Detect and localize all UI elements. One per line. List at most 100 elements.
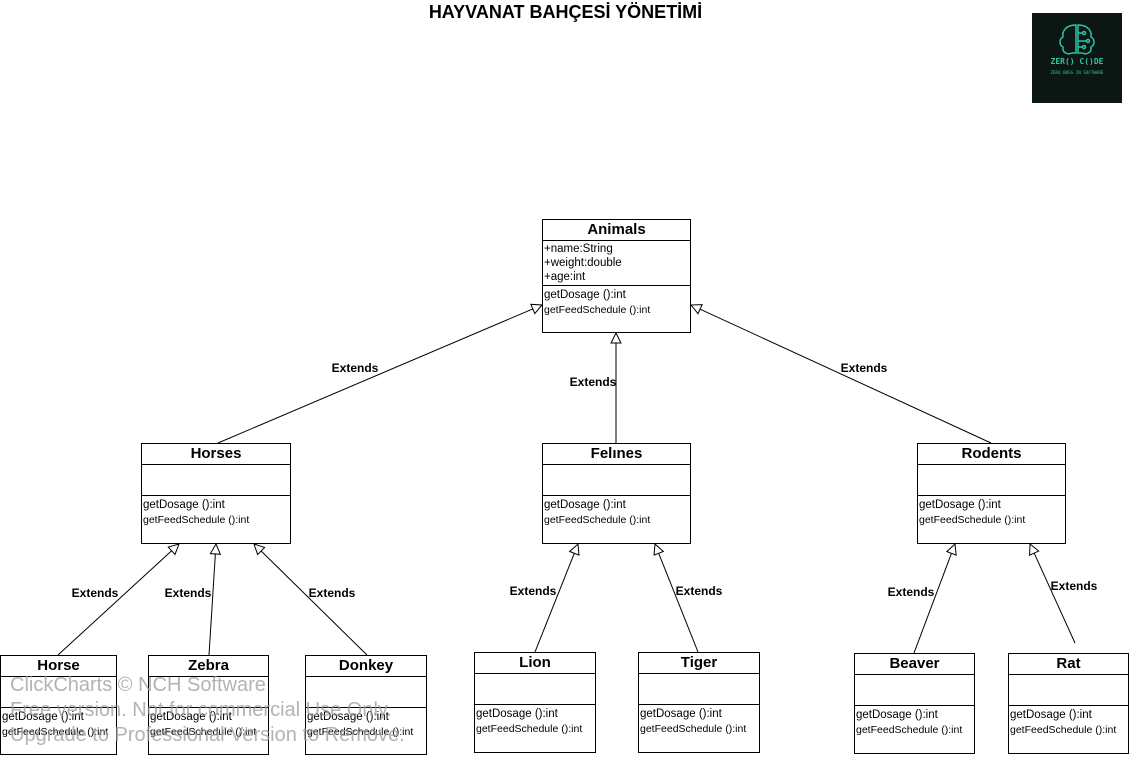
inheritance-edge — [689, 304, 992, 444]
class-rat[interactable]: Rat getDosage ():int getFeedSchedule ():… — [1008, 653, 1129, 754]
logo-title: ZER() C()DE — [1051, 57, 1104, 66]
class-operations: getDosage ():int getFeedSchedule ():int — [543, 286, 690, 318]
operation: getFeedSchedule ():int — [1010, 724, 1117, 736]
operation: getFeedSchedule ():int — [919, 514, 1026, 526]
class-felines[interactable]: Felınes getDosage ():int getFeedSchedule… — [542, 443, 691, 544]
operation: getFeedSchedule ():int — [150, 726, 257, 738]
class-operations: getDosage ():int getFeedSchedule ():int — [142, 496, 290, 528]
class-operations: getDosage ():int getFeedSchedule ():int — [149, 708, 268, 740]
operation: getDosage ():int — [544, 289, 626, 301]
operation: getFeedSchedule ():int — [476, 723, 583, 735]
hollow-arrowhead-icon — [253, 543, 266, 556]
class-horses[interactable]: Horses getDosage ():int getFeedSchedule … — [141, 443, 291, 544]
class-name: Horses — [142, 444, 290, 465]
operation: getDosage ():int — [143, 499, 225, 511]
hollow-arrowhead-icon — [653, 542, 665, 556]
edge-line — [208, 553, 216, 656]
hollow-arrowhead-icon — [530, 303, 544, 315]
inheritance-edge — [217, 303, 544, 444]
operation: getFeedSchedule ():int — [856, 724, 963, 736]
inheritance-edge — [57, 543, 180, 656]
hollow-arrowhead-icon — [689, 304, 703, 315]
operation: getDosage ():int — [544, 499, 626, 511]
operation: getFeedSchedule ():int — [640, 723, 747, 735]
edge-label: Extends — [331, 361, 379, 375]
edge-line — [217, 308, 533, 444]
class-attributes — [543, 465, 690, 496]
edge-label: Extends — [840, 361, 888, 375]
edge-line — [658, 553, 699, 653]
hollow-arrowhead-icon — [167, 543, 180, 556]
class-tiger[interactable]: Tiger getDosage ():int getFeedSchedule (… — [638, 652, 760, 753]
class-name: Tiger — [639, 653, 759, 674]
class-attributes — [1009, 675, 1128, 706]
hollow-arrowhead-icon — [945, 542, 957, 556]
class-horse[interactable]: Horse getDosage ():int getFeedSchedule (… — [0, 655, 117, 755]
edge-label: Extends — [164, 586, 212, 600]
attribute: +name:String — [544, 243, 613, 255]
class-name: Animals — [543, 220, 690, 241]
operation: getDosage ():int — [2, 711, 84, 723]
class-attributes — [149, 677, 268, 708]
edge-line — [913, 553, 952, 654]
class-attributes — [639, 674, 759, 705]
class-name: Rat — [1009, 654, 1128, 675]
class-beaver[interactable]: Beaver getDosage ():int getFeedSchedule … — [854, 653, 975, 754]
class-attributes: +name:String +weight:double +age:int — [543, 241, 690, 286]
edge-line — [534, 553, 575, 653]
hollow-arrowhead-icon — [568, 542, 580, 556]
logo-tagline: ZERO BUGS IN SOFTWARE — [1051, 70, 1104, 75]
edge-label: Extends — [308, 586, 356, 600]
inheritance-edge — [534, 542, 580, 653]
class-attributes — [1, 677, 116, 708]
class-name: Felınes — [543, 444, 690, 465]
edge-line — [260, 550, 368, 656]
class-operations: getDosage ():int getFeedSchedule ():int — [306, 708, 426, 740]
operation: getDosage ():int — [150, 711, 232, 723]
class-attributes — [855, 675, 974, 706]
class-name: Rodents — [918, 444, 1065, 465]
edge-label: Extends — [569, 375, 617, 389]
class-animals[interactable]: Animals +name:String +weight:double +age… — [542, 219, 691, 333]
operation: getFeedSchedule ():int — [544, 514, 651, 526]
inheritance-edge — [208, 542, 222, 656]
edge-line — [57, 550, 172, 656]
class-rodents[interactable]: Rodents getDosage ():int getFeedSchedule… — [917, 443, 1066, 544]
operation: getDosage ():int — [640, 708, 722, 720]
class-operations: getDosage ():int getFeedSchedule ():int — [855, 706, 974, 738]
class-lion[interactable]: Lion getDosage ():int getFeedSchedule ()… — [474, 652, 596, 753]
diagram-title: HAYVANAT BAHÇESİ YÖNETİMİ — [428, 2, 703, 22]
edge-line — [699, 308, 992, 444]
edge-label: Extends — [71, 586, 119, 600]
inheritance-edge — [653, 542, 699, 653]
inheritance-edge — [253, 543, 368, 656]
attribute: +weight:double — [544, 257, 622, 269]
class-name: Lion — [475, 653, 595, 674]
operation: getFeedSchedule ():int — [2, 726, 109, 738]
class-attributes — [142, 465, 290, 496]
attribute: +age:int — [544, 271, 586, 283]
hollow-arrowhead-icon — [1029, 542, 1040, 556]
class-operations: getDosage ():int getFeedSchedule ():int — [639, 705, 759, 737]
operation: getDosage ():int — [856, 709, 938, 721]
operation: getDosage ():int — [1010, 709, 1092, 721]
edge-label: Extends — [887, 585, 935, 599]
class-zebra[interactable]: Zebra getDosage ():int getFeedSchedule (… — [148, 655, 269, 755]
brain-circuit-icon: ZER() C()DE ZERO BUGS IN SOFTWARE — [1051, 24, 1104, 75]
class-name: Zebra — [149, 656, 268, 677]
edge-label: Extends — [1050, 579, 1098, 593]
class-name: Horse — [1, 656, 116, 677]
class-operations: getDosage ():int getFeedSchedule ():int — [475, 705, 595, 737]
inheritance-edge — [913, 542, 957, 654]
class-donkey[interactable]: Donkey getDosage ():int getFeedSchedule … — [305, 655, 427, 755]
hollow-arrowhead-icon — [209, 542, 222, 555]
class-attributes — [306, 677, 426, 708]
zero-code-logo: ZER() C()DE ZERO BUGS IN SOFTWARE — [1032, 13, 1122, 103]
operation: getDosage ():int — [307, 711, 389, 723]
class-operations: getDosage ():int getFeedSchedule ():int — [1, 708, 116, 740]
operation: getFeedSchedule ():int — [307, 726, 414, 738]
inheritance-edge — [610, 331, 622, 443]
edge-label: Extends — [509, 584, 557, 598]
class-name: Beaver — [855, 654, 974, 675]
